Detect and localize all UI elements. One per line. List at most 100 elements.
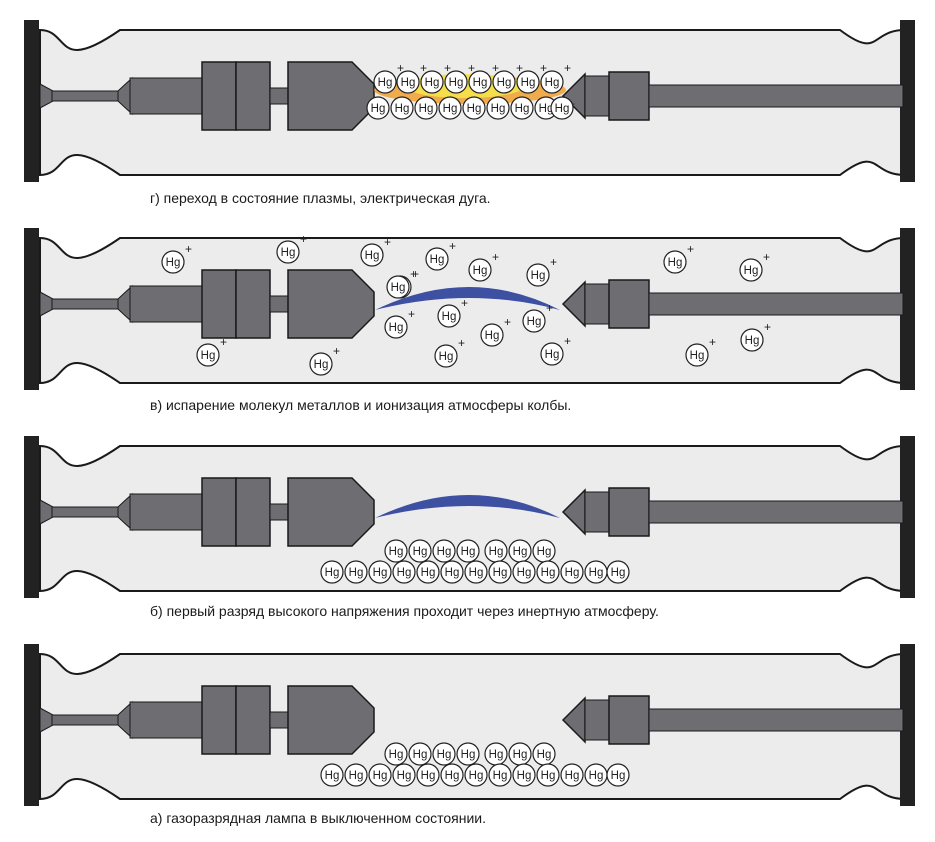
hg-label: Hg <box>611 770 626 782</box>
hg-label: Hg <box>531 270 546 282</box>
hg-label: Hg <box>389 546 404 558</box>
right-electrode-block <box>608 695 650 745</box>
hg-label: Hg <box>325 770 340 782</box>
ion-plus-sign: + <box>564 61 571 75</box>
right-lead-rod <box>648 292 904 316</box>
hg-label: Hg <box>515 103 530 115</box>
right-electrode-block <box>608 279 650 329</box>
left-shaft <box>129 701 203 739</box>
ion-plus-sign: + <box>420 61 427 75</box>
ion-plus-sign: + <box>397 61 404 75</box>
ion-plus-sign: + <box>492 61 499 75</box>
hg-atom <box>438 96 462 120</box>
hg-atom <box>392 763 416 787</box>
hg-atom <box>480 323 504 347</box>
ion-plus-sign: + <box>461 296 468 310</box>
seal-block-1 <box>201 477 237 547</box>
hg-label: Hg <box>461 546 476 558</box>
hg-atom <box>320 560 344 584</box>
end-cap-right <box>900 228 915 390</box>
end-cap-right <box>900 20 915 182</box>
left-lead-rod <box>51 506 123 518</box>
hg-atom <box>432 742 456 766</box>
hg-label: Hg <box>541 567 556 579</box>
hg-label: Hg <box>397 567 412 579</box>
caption-off: а) газоразрядная лампа в выключенном сос… <box>150 810 486 826</box>
hg-atom <box>384 742 408 766</box>
seal-block-2 <box>235 61 271 131</box>
hg-atom <box>344 560 368 584</box>
hg-label: Hg <box>489 749 504 761</box>
hg-label: Hg <box>545 77 560 89</box>
lamp-panel-ionization: Hg+Hg+Hg+Hg+Hg+Hg+Hg+Hg+Hg+Hg+Hg+Hg+Hg+H… <box>24 228 915 390</box>
hg-label: Hg <box>314 359 329 371</box>
hg-label: Hg <box>373 770 388 782</box>
left-lead-rod <box>51 90 123 102</box>
hg-atom <box>462 96 486 120</box>
end-cap-right <box>900 644 915 806</box>
hg-label: Hg <box>745 335 760 347</box>
hg-atom <box>468 258 492 282</box>
left-electrode-head <box>287 477 375 547</box>
hg-label: Hg <box>378 77 393 89</box>
hg-label: Hg <box>445 770 460 782</box>
ion-plus-sign: + <box>546 301 553 315</box>
hg-label: Hg <box>437 749 452 761</box>
hg-atom <box>488 763 512 787</box>
right-electrode-collar <box>584 699 610 741</box>
hg-label: Hg <box>425 77 440 89</box>
hg-atom <box>685 343 709 367</box>
hg-atom <box>390 96 414 120</box>
left-shaft <box>129 77 203 115</box>
hg-label: Hg <box>449 77 464 89</box>
hg-atom <box>510 96 534 120</box>
hg-label: Hg <box>513 546 528 558</box>
hg-atom <box>560 763 584 787</box>
hg-label: Hg <box>469 770 484 782</box>
hg-label: Hg <box>349 567 364 579</box>
right-electrode-collar <box>584 283 610 325</box>
hg-label: Hg <box>281 247 296 259</box>
hg-atom <box>425 247 449 271</box>
ion-plus-sign: + <box>408 307 415 321</box>
left-electrode-head <box>287 269 375 339</box>
hg-label: Hg <box>461 749 476 761</box>
hg-label: Hg <box>493 567 508 579</box>
ion-plus-sign: + <box>564 334 571 348</box>
hg-atom <box>540 342 564 366</box>
hg-atom <box>536 763 560 787</box>
hg-label: Hg <box>421 567 436 579</box>
ion-plus-sign: + <box>468 61 475 75</box>
hg-atom <box>309 352 333 376</box>
hg-atom <box>488 560 512 584</box>
hg-atom <box>384 315 408 339</box>
discharge-arc <box>375 495 560 518</box>
seal-block-2 <box>235 685 271 755</box>
ion-plus-sign: + <box>444 61 451 75</box>
left-neck <box>269 503 289 521</box>
hg-label: Hg <box>395 103 410 115</box>
hg-atom <box>464 560 488 584</box>
hg-atom <box>344 763 368 787</box>
hg-atom <box>512 763 536 787</box>
hg-atom <box>560 560 584 584</box>
seal-block-2 <box>235 269 271 339</box>
right-electrode-collar <box>584 75 610 117</box>
hg-label: Hg <box>473 265 488 277</box>
hg-label: Hg <box>565 567 580 579</box>
seal-block-1 <box>201 269 237 339</box>
end-cap-left <box>24 20 39 182</box>
hg-atom <box>320 763 344 787</box>
hg-label: Hg <box>539 103 554 115</box>
hg-label: Hg <box>397 770 412 782</box>
caption-first-discharge: б) первый разряд высокого напряжения про… <box>150 603 659 619</box>
hg-label: Hg <box>349 770 364 782</box>
ion-plus-sign: + <box>300 232 307 246</box>
hg-label: Hg <box>325 567 340 579</box>
hg-label: Hg <box>537 546 552 558</box>
end-cap-left <box>24 436 39 598</box>
ion-plus-sign: + <box>185 242 192 256</box>
hg-label: Hg <box>413 546 428 558</box>
hg-label: Hg <box>445 567 460 579</box>
